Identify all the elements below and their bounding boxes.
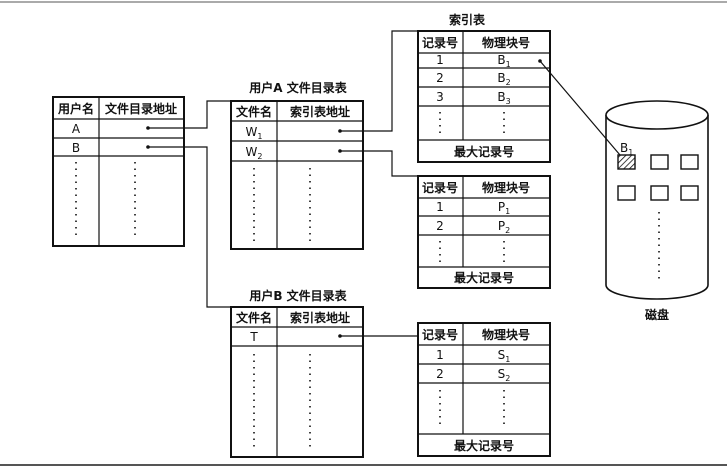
user-row-a-name: A xyxy=(72,122,81,136)
user-a-row-w2: W2 xyxy=(246,145,263,161)
index-1-footer: 最大记录号 xyxy=(454,144,514,159)
user-b-directory-title: 用户B 文件目录表 xyxy=(248,288,347,303)
index-3-row-1-block: S1 xyxy=(498,348,511,364)
disk: B1 磁盘 xyxy=(605,100,709,322)
index-3-header-block-no: 物理块号 xyxy=(482,327,530,342)
user-table-header-dir-address: 文件目录地址 xyxy=(105,101,177,116)
index-2-header-block-no: 物理块号 xyxy=(482,180,530,195)
connector-b-to-dir-b xyxy=(148,146,231,308)
user-row-b-name: B xyxy=(72,141,80,155)
user-b-header-file-name: 文件名 xyxy=(236,310,272,325)
index-1-row-1-block: B1 xyxy=(497,53,510,69)
disk-cylinder-top xyxy=(605,100,709,130)
disk-label: 磁盘 xyxy=(644,307,669,322)
connector-w1-to-index-1 xyxy=(340,30,418,132)
index-3-row-1-no: 1 xyxy=(436,348,444,362)
index-table-2: 记录号 物理块号 1 P1 2 P2 最大记录号 xyxy=(417,175,551,289)
index-1-header-record-no: 记录号 xyxy=(422,35,458,50)
user-a-directory: 用户A 文件目录表 文件名 索引表地址 W1 W2 xyxy=(230,80,364,250)
user-a-directory-title: 用户A 文件目录表 xyxy=(248,80,347,95)
index-1-row-2-block: B2 xyxy=(497,71,510,87)
index-2-row-1-block: P1 xyxy=(498,200,510,216)
index-3-row-2-no: 2 xyxy=(436,367,444,381)
index-2-row-2-no: 2 xyxy=(436,219,444,233)
index-2-row-2-block: P2 xyxy=(498,219,510,235)
user-a-row-w1: W1 xyxy=(246,125,263,141)
index-table-1: 索引表 记录号 物理块号 1 B1 2 B2 3 B3 最大记录号 xyxy=(417,12,551,163)
connectors xyxy=(148,30,621,337)
user-a-header-index-address: 索引表地址 xyxy=(290,104,350,119)
connector-b1-to-disk xyxy=(539,60,621,156)
index-2-header-record-no: 记录号 xyxy=(422,180,458,195)
disk-block-b1-label: B1 xyxy=(620,141,633,157)
index-table-1-title: 索引表 xyxy=(449,12,486,27)
index-3-header-record-no: 记录号 xyxy=(422,327,458,342)
disk-block xyxy=(680,154,699,170)
user-table-header-name: 用户名 xyxy=(57,101,94,116)
connector-w2-to-index-2 xyxy=(340,150,418,177)
disk-block xyxy=(650,154,669,170)
user-table: 用户名 文件目录地址 A B xyxy=(52,96,185,247)
user-b-header-index-address: 索引表地址 xyxy=(290,310,350,325)
user-a-header-file-name: 文件名 xyxy=(236,104,272,119)
index-table-3: 记录号 物理块号 1 S1 2 S2 最大记录号 xyxy=(417,322,551,457)
disk-block xyxy=(650,185,669,201)
index-2-row-1-no: 1 xyxy=(436,200,444,214)
index-1-row-1-no: 1 xyxy=(436,53,444,67)
disk-block xyxy=(617,185,636,201)
index-3-row-2-block: S2 xyxy=(498,367,511,383)
index-1-header-block-no: 物理块号 xyxy=(482,35,530,50)
user-b-row-t: T xyxy=(249,330,258,344)
index-1-row-2-no: 2 xyxy=(436,71,444,85)
index-1-row-3-block: B3 xyxy=(497,90,510,106)
index-2-footer: 最大记录号 xyxy=(454,270,514,285)
index-1-row-3-no: 3 xyxy=(436,90,444,104)
connector-a-to-dir-a xyxy=(148,100,231,129)
disk-block xyxy=(680,185,699,201)
user-b-directory: 用户B 文件目录表 文件名 索引表地址 T xyxy=(230,288,364,458)
disk-block-b1 xyxy=(617,154,636,170)
index-3-footer: 最大记录号 xyxy=(454,438,514,453)
